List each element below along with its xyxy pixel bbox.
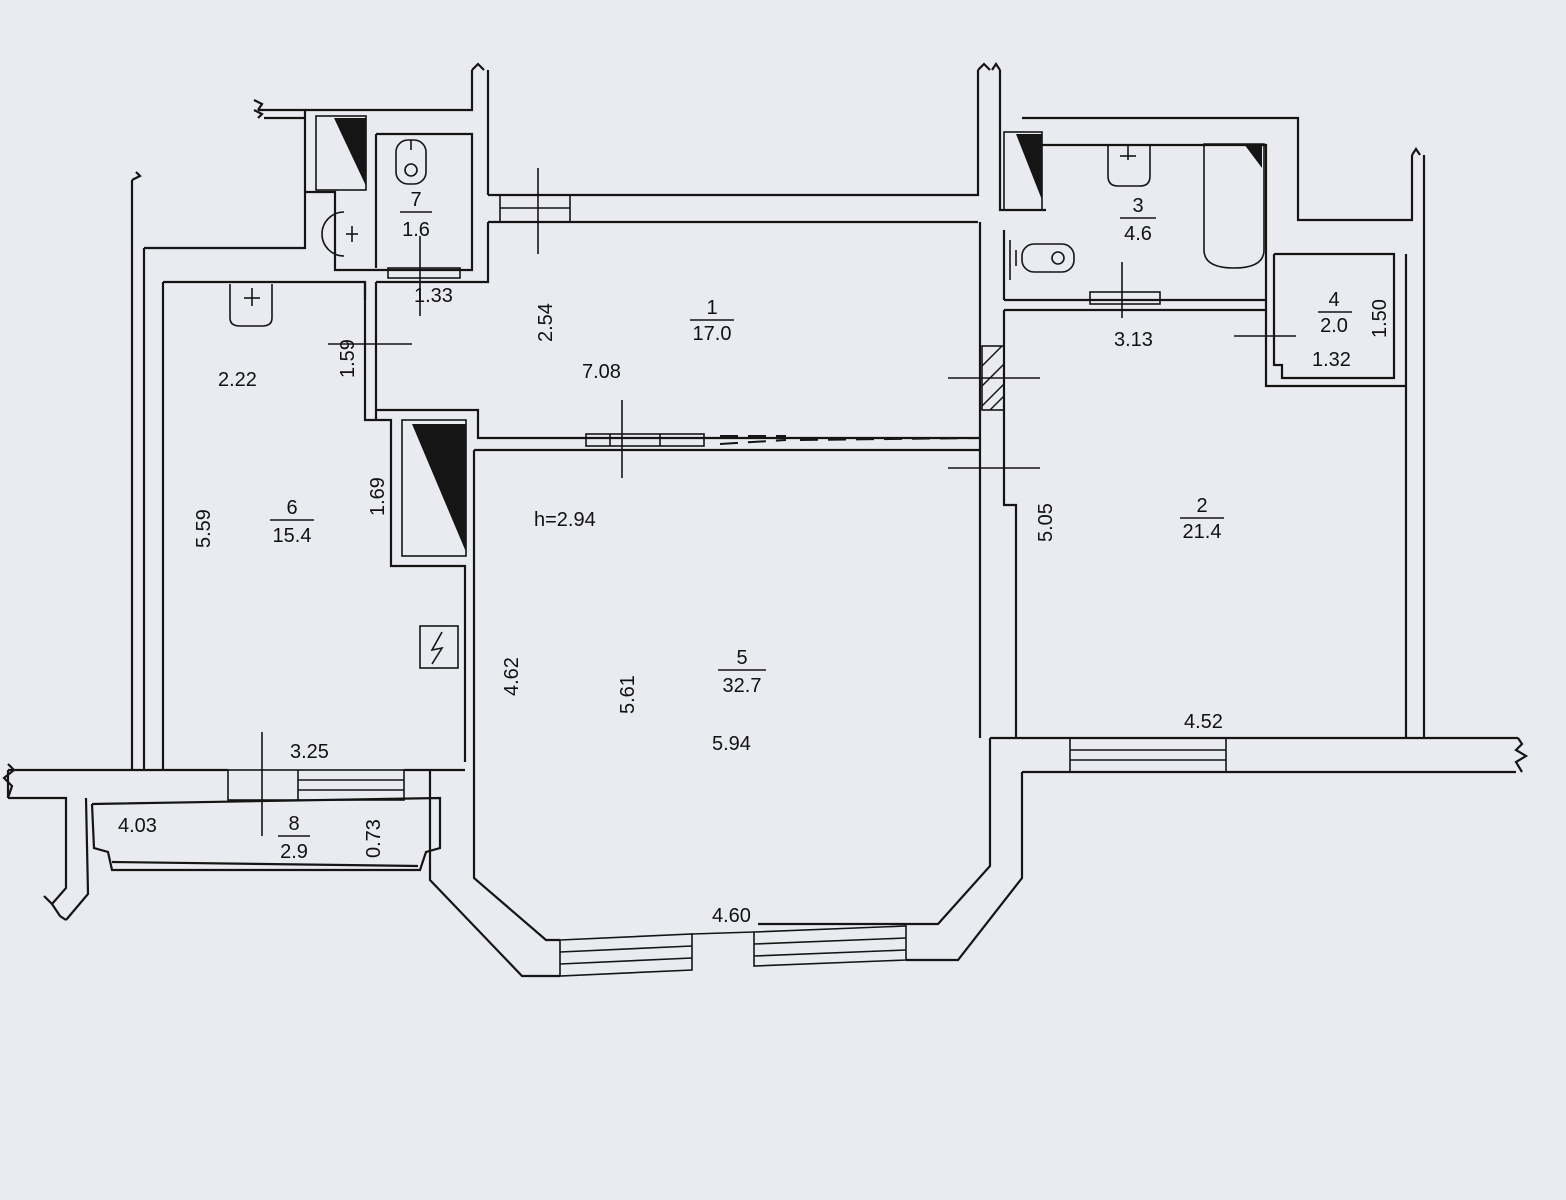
svg-text:8: 8: [288, 813, 299, 835]
openings: [387, 267, 1161, 447]
shaft-wedge-icon: [334, 118, 366, 186]
shaft-wedge-icon: [1016, 134, 1042, 200]
toilet-icon: [395, 139, 427, 185]
sink-icon: [321, 211, 358, 257]
fixtures: [229, 139, 1265, 669]
bath-sink-icon: [1107, 146, 1151, 187]
svg-text:15.4: 15.4: [273, 525, 312, 547]
windows: [227, 194, 1227, 977]
dim-bedroom-width: 4.52: [1184, 711, 1223, 733]
shaft-wedge-icon: [412, 424, 466, 552]
dim-balcony-length: 4.03: [118, 815, 157, 837]
room-2-label: 2 21.4: [1180, 495, 1224, 543]
dim-living-width: 5.94: [712, 733, 751, 755]
svg-text:17.0: 17.0: [693, 323, 732, 345]
svg-text:4.6: 4.6: [1124, 223, 1152, 245]
dim-closet-depth: 1.50: [1369, 299, 1391, 338]
dimension-labels: 1.33 2.54 7.08 1.59 2.22 1.69 5.59 3.25 …: [118, 285, 1391, 927]
shafts: [315, 115, 1043, 557]
room-5-label: 5 32.7: [718, 647, 766, 697]
svg-text:3: 3: [1132, 195, 1143, 217]
room-4-label: 4 2.0: [1318, 289, 1352, 337]
svg-text:7: 7: [410, 189, 421, 211]
svg-text:4: 4: [1328, 289, 1339, 311]
room-7-label: 7 1.6: [400, 189, 432, 241]
electrical-panel-icon: [419, 625, 459, 669]
dim-corridor-wc-width: 1.33: [414, 285, 453, 307]
dim-living-bay: 4.60: [712, 905, 751, 927]
dim-kitchen-niche: 1.69: [367, 477, 389, 516]
ceiling-height: h=2.94: [534, 509, 596, 531]
dim-kitchen-window-wall: 3.25: [290, 741, 329, 763]
dim-balcony-width: 0.73: [363, 819, 385, 858]
dim-closet-width: 1.32: [1312, 349, 1351, 371]
svg-text:32.7: 32.7: [723, 675, 762, 697]
svg-text:6: 6: [286, 497, 297, 519]
dim-kitchen-width: 2.22: [218, 369, 257, 391]
bath-toilet-icon: [1009, 240, 1075, 280]
dim-bath-width: 3.13: [1114, 329, 1153, 351]
walls: [2, 62, 1529, 978]
dim-kitchen-length: 5.59: [193, 509, 215, 548]
dim-living-depth: 5.61: [617, 675, 639, 714]
svg-text:1: 1: [706, 297, 717, 319]
svg-text:2.0: 2.0: [1320, 315, 1348, 337]
dim-corridor-depth: 2.54: [535, 303, 557, 342]
room-1-label: 1 17.0: [690, 297, 734, 345]
bathtub-icon: [1203, 143, 1265, 269]
room-3-label: 3 4.6: [1120, 195, 1156, 245]
svg-text:1.6: 1.6: [402, 219, 430, 241]
svg-text:2.9: 2.9: [280, 841, 308, 863]
dim-corridor-length: 7.08: [582, 361, 621, 383]
dim-corridor-west-width: 1.59: [337, 339, 359, 378]
room-8-label: 8 2.9: [278, 813, 310, 863]
room-6-label: 6 15.4: [270, 497, 314, 547]
dimension-ticks: [261, 168, 1296, 836]
svg-text:2: 2: [1196, 495, 1207, 517]
room-labels: 1 17.0 2 21.4 3 4.6 4 2.0 5 32.7 6 15.4: [270, 189, 1352, 863]
dim-bedroom-depth: 5.05: [1035, 503, 1057, 542]
svg-text:5: 5: [736, 647, 747, 669]
kitchen-sink-icon: [229, 284, 273, 327]
dim-living-west: 4.62: [501, 657, 523, 696]
svg-text:21.4: 21.4: [1183, 521, 1222, 543]
